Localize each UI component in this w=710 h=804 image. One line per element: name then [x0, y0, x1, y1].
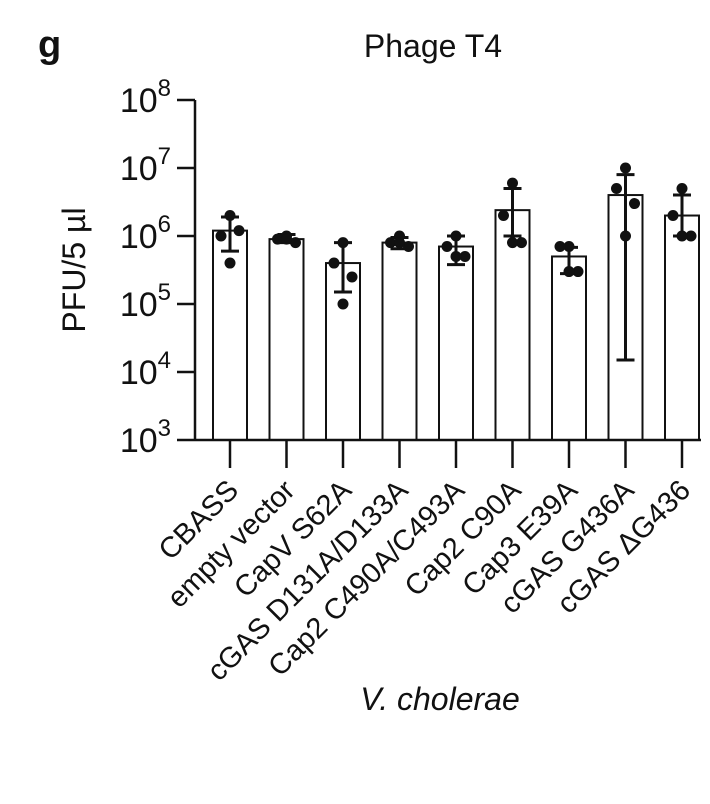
- data-point: [563, 266, 575, 278]
- data-point: [629, 198, 640, 210]
- bar: [381, 241, 418, 441]
- data-point: [563, 241, 575, 253]
- data-point: [233, 225, 245, 237]
- x-axis-label: V. cholerae: [360, 681, 520, 717]
- data-point: [554, 241, 566, 253]
- data-point: [572, 266, 584, 278]
- y-tick-label: 103: [120, 415, 171, 460]
- chart-title: Phage T4: [364, 28, 502, 64]
- y-tick-label: 108: [120, 75, 171, 120]
- data-point: [215, 230, 227, 242]
- data-point: [403, 241, 414, 253]
- bar: [494, 209, 531, 441]
- data-point: [620, 162, 631, 174]
- data-point: [611, 182, 622, 194]
- data-point: [676, 182, 688, 194]
- panel-letter: g: [38, 24, 61, 66]
- data-point: [224, 210, 236, 222]
- data-point: [516, 237, 527, 249]
- bar: [438, 245, 474, 441]
- bar: [268, 238, 305, 441]
- data-point: [224, 257, 236, 269]
- y-tick-label: 104: [120, 347, 171, 392]
- data-point: [498, 210, 509, 222]
- data-point: [337, 237, 349, 249]
- data-point: [346, 271, 358, 283]
- data-point: [685, 230, 697, 242]
- data-point: [667, 210, 679, 222]
- data-point: [328, 257, 340, 269]
- data-point: [394, 237, 405, 249]
- data-point: [281, 233, 292, 245]
- data-point: [459, 250, 471, 262]
- y-tick-label: 106: [120, 211, 171, 256]
- data-point: [676, 230, 688, 242]
- data-point: [507, 237, 518, 249]
- data-point: [290, 237, 301, 249]
- bar: [664, 214, 700, 441]
- y-tick-label: 105: [120, 279, 171, 324]
- y-tick-label: 107: [120, 143, 171, 188]
- data-point: [507, 177, 518, 189]
- data-point: [441, 241, 453, 253]
- data-point: [385, 237, 396, 249]
- data-point: [620, 230, 631, 242]
- data-point: [450, 230, 462, 242]
- data-point: [450, 250, 462, 262]
- y-axis-label: PFU/5 µl: [56, 207, 92, 332]
- data-point: [337, 298, 349, 310]
- bar: [551, 255, 587, 441]
- data-point: [272, 233, 283, 245]
